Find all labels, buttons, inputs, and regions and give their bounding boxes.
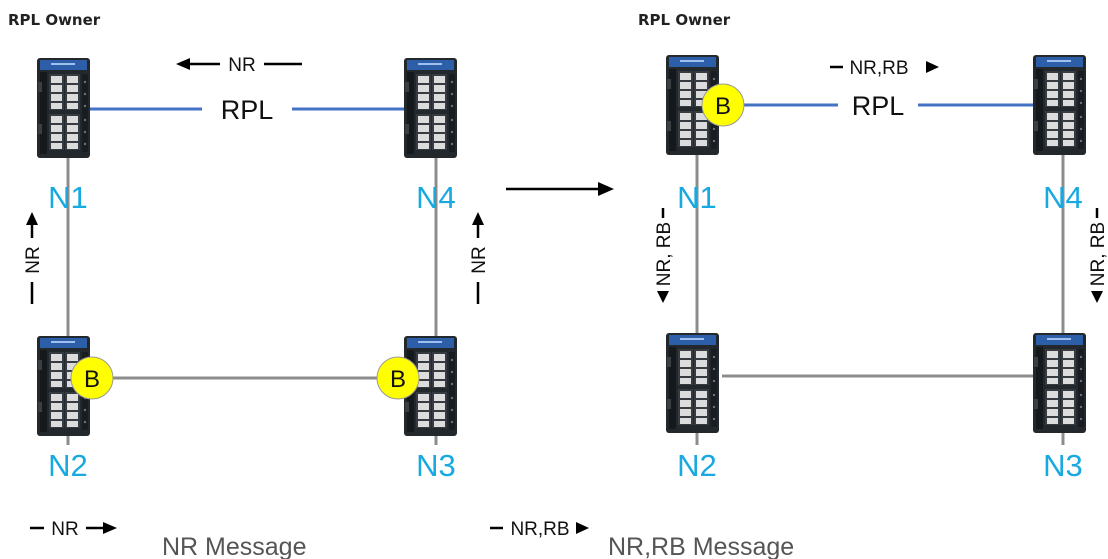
node-label-n2: N2 <box>677 448 717 483</box>
switch-n3 <box>1033 333 1086 433</box>
node-label-n2: N2 <box>48 448 88 483</box>
switch-n4 <box>1033 55 1086 155</box>
node-label-n1: N1 <box>677 180 717 215</box>
badge-letter: B <box>715 93 731 120</box>
node-label-n4: N4 <box>1043 180 1083 215</box>
nr-message-top: NR <box>176 55 302 76</box>
node-label-n3: N3 <box>416 448 456 483</box>
transition-arrow <box>506 182 614 196</box>
nr-rb-message-label: NR, RB <box>1088 222 1108 286</box>
node-label-n3: N3 <box>1043 448 1083 483</box>
legend-nr-symbol: NR <box>30 519 117 540</box>
switch-n1 <box>37 58 90 158</box>
legend-nr-rb-text: NR,RB Message <box>608 533 794 559</box>
badge-letter: B <box>390 366 406 393</box>
rpl-owner-label: RPL Owner <box>638 11 731 29</box>
nr-message-label: NR <box>23 246 44 273</box>
nr-rb-message-top: NR,RB <box>830 58 939 79</box>
legend-nr-text: NR Message <box>162 533 307 559</box>
left-ring: RPL Owner RPL NR NR NR N1 N4 N2 N3 B <box>8 11 490 483</box>
nr-message-right: NR <box>469 212 490 304</box>
nr-rb-message-label: NR, RB <box>654 222 675 286</box>
nr-rb-message-left: NR, RB <box>654 208 675 303</box>
switch-n4 <box>404 58 457 158</box>
right-ring: RPL Owner RPL NR,RB NR, RB NR, RB N1 N4 … <box>638 11 1108 483</box>
nr-rb-message-right: NR, RB <box>1088 208 1108 303</box>
legend-nr-rb-symbol-label: NR,RB <box>510 519 569 540</box>
legend-nr-symbol-label: NR <box>51 519 78 540</box>
node-label-n1: N1 <box>48 180 88 215</box>
node-label-n4: N4 <box>416 180 456 215</box>
blocked-port-badge-n3: B <box>376 356 420 400</box>
blocked-port-badge-n1: B <box>701 83 745 127</box>
nr-message-left: NR <box>23 212 44 304</box>
legend: NR NR Message NR,RB NR,RB Message <box>30 519 794 559</box>
nr-rb-message-label: NR,RB <box>849 58 908 79</box>
nr-message-label: NR <box>228 55 255 76</box>
badge-letter: B <box>84 366 100 393</box>
rpl-owner-label: RPL Owner <box>8 11 101 29</box>
nr-message-label: NR <box>469 246 490 273</box>
blocked-port-badge-n2: B <box>70 356 114 400</box>
legend-nr-rb-symbol: NR,RB <box>490 519 589 540</box>
rpl-link-label: RPL <box>221 95 274 125</box>
rpl-link-label: RPL <box>852 91 905 121</box>
switch-n2 <box>666 333 719 433</box>
